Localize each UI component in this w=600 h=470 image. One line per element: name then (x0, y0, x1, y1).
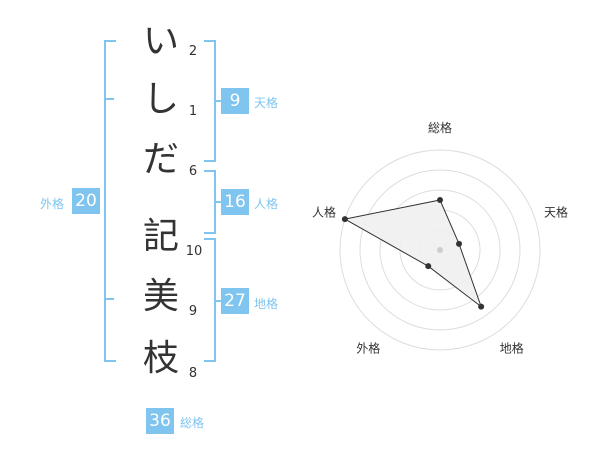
name-char-3: だ (142, 139, 179, 180)
chikaku-badge: 27 (221, 288, 249, 314)
stroke-count-4: 10 (185, 244, 203, 259)
radar-axis-label-5: 人格 (312, 204, 336, 219)
tenkaku-badge: 9 (221, 88, 249, 114)
name-char-1: い (142, 21, 179, 62)
radar-point-2 (456, 240, 463, 247)
name-char-2: し (142, 79, 179, 120)
stroke-count-5: 9 (188, 304, 198, 319)
stroke-count-3: 6 (188, 164, 198, 179)
jinkaku-badge: 16 (221, 189, 249, 215)
gaikaku-bracket (104, 40, 116, 362)
name-char-6: 枝 (142, 338, 179, 379)
bracket-tick (104, 98, 114, 100)
bracket-tick (214, 300, 222, 302)
radar-axis-label-3: 地格 (500, 341, 524, 356)
name-char-5: 美 (142, 276, 179, 317)
jinkaku-label: 人格 (254, 197, 279, 211)
radar-point-4 (425, 263, 432, 270)
stroke-count-6: 8 (188, 366, 198, 381)
bracket-tick (214, 100, 222, 102)
gaikaku-label: 外格 (40, 197, 65, 211)
bracket-tick (104, 298, 114, 300)
radar-axis-label-2: 天格 (544, 204, 568, 219)
radar-grid-ring (359, 169, 521, 331)
soukaku-label: 総格 (180, 416, 205, 430)
radar-point-3 (478, 303, 485, 310)
radar-grid-ring (379, 189, 501, 311)
radar-axis-label-1: 総格 (428, 120, 452, 135)
radar-center-dot (437, 247, 443, 253)
radar-axis-label-4: 外格 (356, 341, 380, 356)
gaikaku-badge: 20 (72, 188, 100, 214)
stroke-count-1: 2 (188, 44, 198, 59)
radar-point-1 (437, 197, 443, 203)
radar-grid-ring (339, 149, 541, 351)
stroke-count-2: 1 (188, 104, 198, 119)
name-char-4: 記 (142, 216, 179, 257)
radar-data-polygon (343, 199, 483, 309)
soukaku-badge: 36 (146, 408, 174, 434)
radar-point-5 (341, 216, 348, 223)
tenkaku-label: 天格 (254, 96, 279, 110)
chikaku-label: 地格 (254, 297, 279, 311)
bracket-tick (214, 201, 222, 203)
